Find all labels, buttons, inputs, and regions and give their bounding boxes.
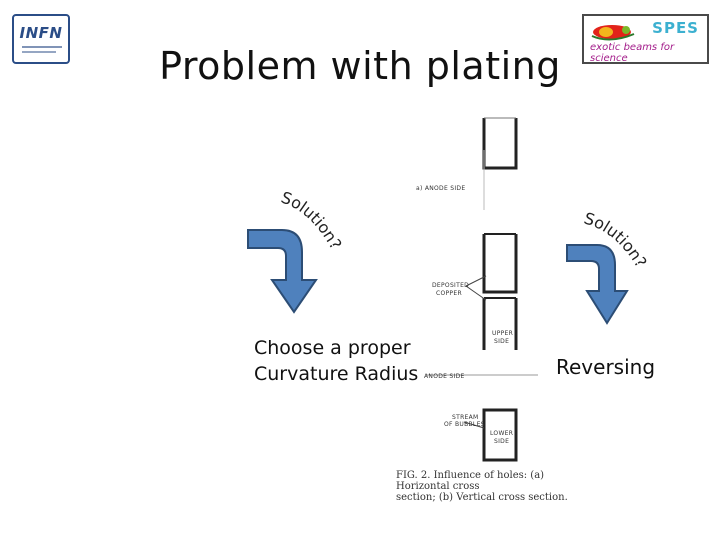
figure-caption: FIG. 2. Influence of holes: (a) Horizont…	[396, 470, 596, 503]
fig-label-anode-side: ANODE SIDE	[424, 373, 465, 380]
infn-logo: INFN	[12, 14, 70, 64]
fig-label-upper1: UPPER	[492, 330, 514, 337]
spes-logo-graphic	[591, 25, 635, 41]
fig-label-copper: COPPER	[436, 290, 462, 297]
fig-label-lower2: SIDE	[494, 438, 510, 445]
fig-label-stream1: STREAM	[452, 414, 479, 421]
left-turn-arrow-icon	[247, 229, 318, 314]
right-answer: Reversing	[556, 355, 656, 379]
left-answer-line2: Curvature Radius	[254, 363, 419, 385]
fig-label-stream2: OF BUBBLES	[444, 421, 485, 428]
figure-caption-line2: section; (b) Vertical cross section.	[396, 492, 568, 503]
spes-logo-text: SPES	[652, 19, 699, 37]
hole-upper	[482, 298, 518, 350]
slide-title: Problem with plating	[159, 44, 561, 88]
infn-logo-text: INFN	[19, 24, 63, 42]
hole-middle	[482, 234, 518, 294]
infn-logo-line	[22, 51, 56, 53]
left-answer: Choose a proper Curvature Radius	[254, 335, 418, 387]
right-turn-arrow-icon	[566, 244, 629, 325]
fig-label-deposited: DEPOSITED	[432, 282, 470, 289]
spes-logo: SPES exotic beams for science	[582, 14, 709, 64]
cross-section-figure	[426, 117, 538, 462]
left-solution-graphic: Solution?	[247, 188, 345, 314]
right-solution-graphic: Solution?	[566, 209, 651, 325]
spes-logo-tagline: exotic beams for science	[590, 42, 675, 64]
fig-label-lower1: LOWER	[490, 430, 514, 437]
figure-caption-line1: FIG. 2. Influence of holes: (a) Horizont…	[396, 470, 545, 492]
left-answer-line1: Choose a proper	[254, 337, 411, 359]
hole-lower	[482, 408, 518, 462]
infn-logo-line	[22, 46, 62, 48]
hole-top	[482, 118, 518, 170]
fig-label-upper2: SIDE	[494, 338, 510, 345]
fig-label-anode-top: a) ANODE SIDE	[416, 185, 466, 192]
